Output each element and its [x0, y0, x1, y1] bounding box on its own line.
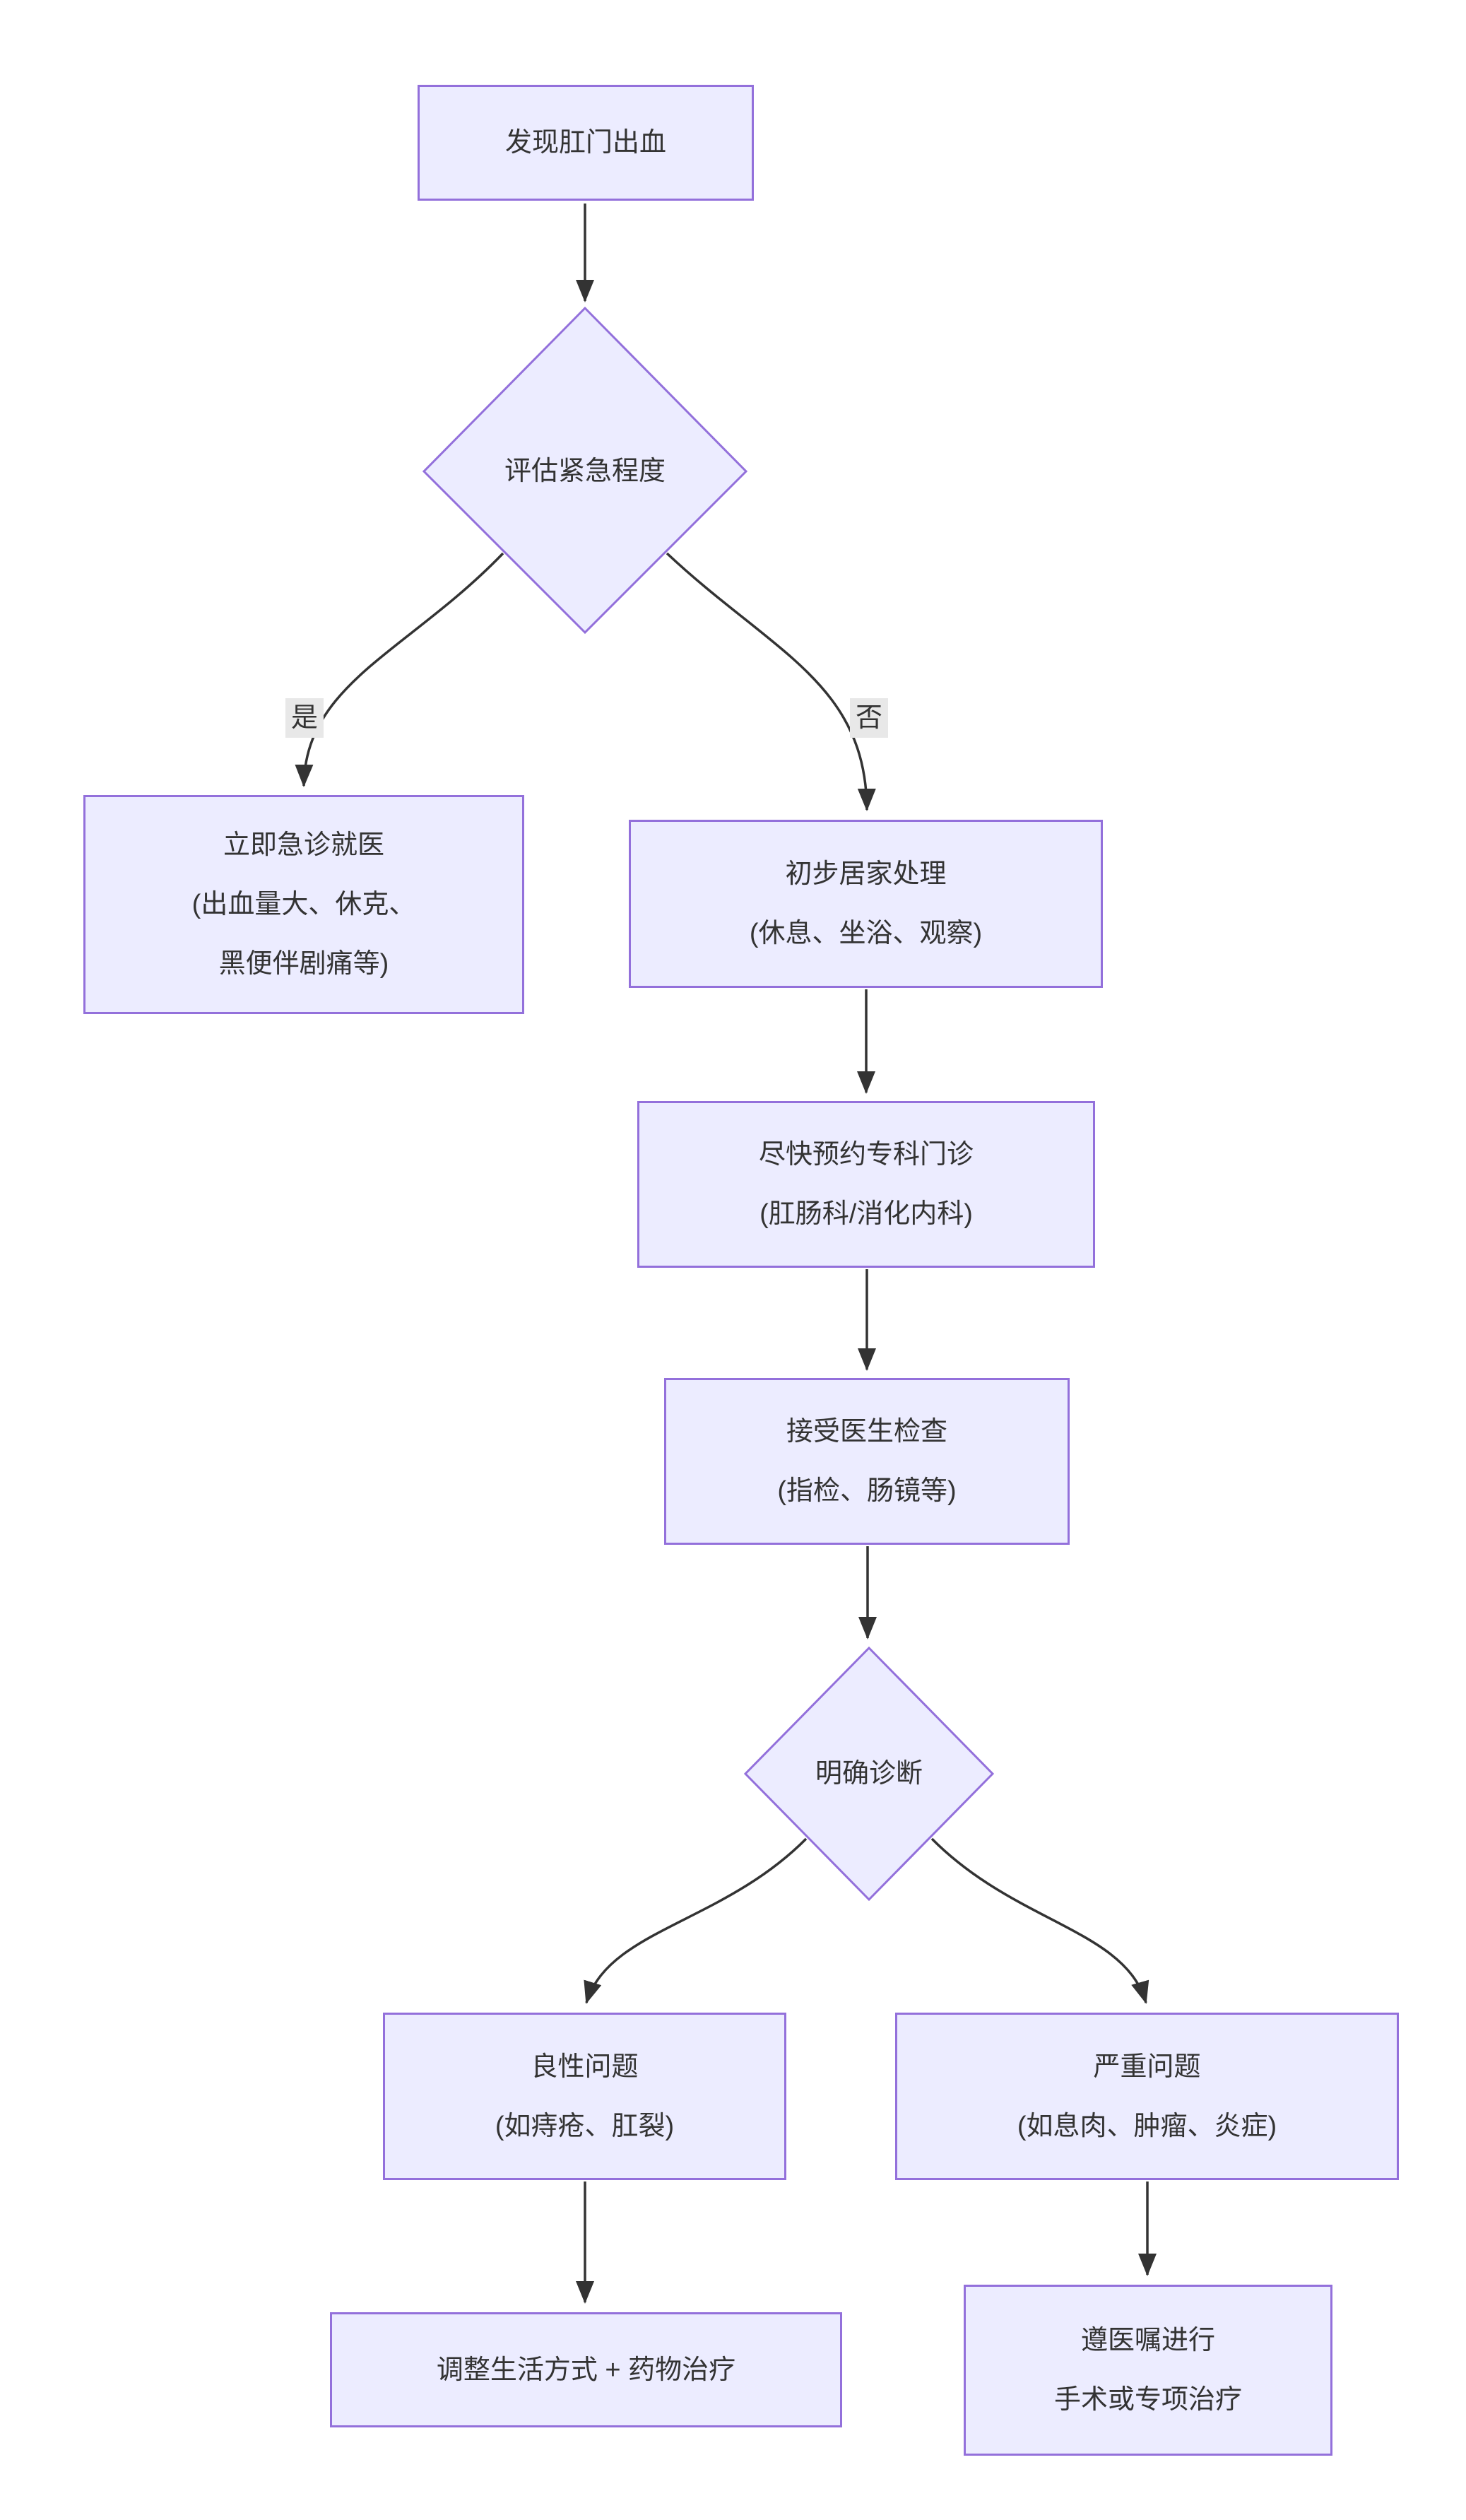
node-lifestyle-treatment: 调整生活方式 + 药物治疗 — [330, 2312, 842, 2427]
node-book-clinic-label: 尽快预约专科门诊 — [758, 1140, 974, 1170]
node-assess-urgency: 评估紧急程度 — [504, 442, 666, 501]
node-doctor-exam: 接受医生检查 (指检、肠镜等) — [664, 1378, 1070, 1545]
node-surgery-treatment: 遵医嘱进行 手术或专项治疗 — [964, 2285, 1332, 2456]
node-serious-problem-label: (如息肉、肿瘤、炎症) — [1017, 2111, 1277, 2141]
node-er-visit-label: (出血量大、休克、 — [191, 890, 416, 919]
node-book-clinic-label: (肛肠科/消化内科) — [759, 1199, 973, 1229]
edge-label-no: 否 — [849, 698, 889, 738]
node-diagnosis-label: 明确诊断 — [815, 1759, 923, 1789]
node-assess-urgency-shape — [422, 306, 748, 635]
edge-assess-home — [666, 552, 876, 811]
node-diagnosis-shape — [743, 1646, 995, 1902]
node-er-visit: 立即急诊就医 (出血量大、休克、 黑便伴剧痛等) — [83, 795, 524, 1014]
node-er-visit-label: 黑便伴剧痛等) — [218, 949, 389, 979]
node-lifestyle-treatment-label: 调整生活方式 + 药物治疗 — [436, 2355, 736, 2385]
node-start-label: 发现肛门出血 — [504, 128, 666, 158]
node-book-clinic: 尽快预约专科门诊 (肛肠科/消化内科) — [637, 1101, 1095, 1268]
node-home-care-label: (休息、坐浴、观察) — [749, 919, 983, 948]
node-benign-problem: 良性问题 (如痔疮、肛裂) — [383, 2013, 786, 2180]
node-assess-urgency-label: 评估紧急程度 — [504, 457, 666, 486]
node-surgery-treatment-label: 遵医嘱进行 — [1080, 2326, 1215, 2355]
node-doctor-exam-label: 接受医生检查 — [786, 1417, 947, 1447]
node-home-care-label: 初步居家处理 — [785, 859, 947, 889]
edge-assess-er — [295, 552, 504, 787]
node-doctor-exam-label: (指检、肠镜等) — [777, 1476, 957, 1506]
node-serious-problem-label: 严重问题 — [1093, 2051, 1201, 2082]
node-benign-problem-label: (如痔疮、肛裂) — [495, 2111, 675, 2141]
node-start: 发现肛门出血 — [418, 85, 754, 201]
node-diagnosis: 明确诊断 — [815, 1744, 923, 1803]
node-benign-problem-label: 良性问题 — [531, 2051, 639, 2082]
node-er-visit-label: 立即急诊就医 — [223, 830, 384, 860]
edge-diagnosis-benign — [584, 1837, 808, 2004]
node-serious-problem: 严重问题 (如息肉、肿瘤、炎症) — [895, 2013, 1399, 2180]
edge-label-yes: 是 — [285, 698, 324, 738]
node-home-care: 初步居家处理 (休息、坐浴、观察) — [629, 820, 1103, 988]
edge-diagnosis-serious — [930, 1837, 1149, 2004]
node-surgery-treatment-label: 手术或专项治疗 — [1053, 2385, 1242, 2415]
